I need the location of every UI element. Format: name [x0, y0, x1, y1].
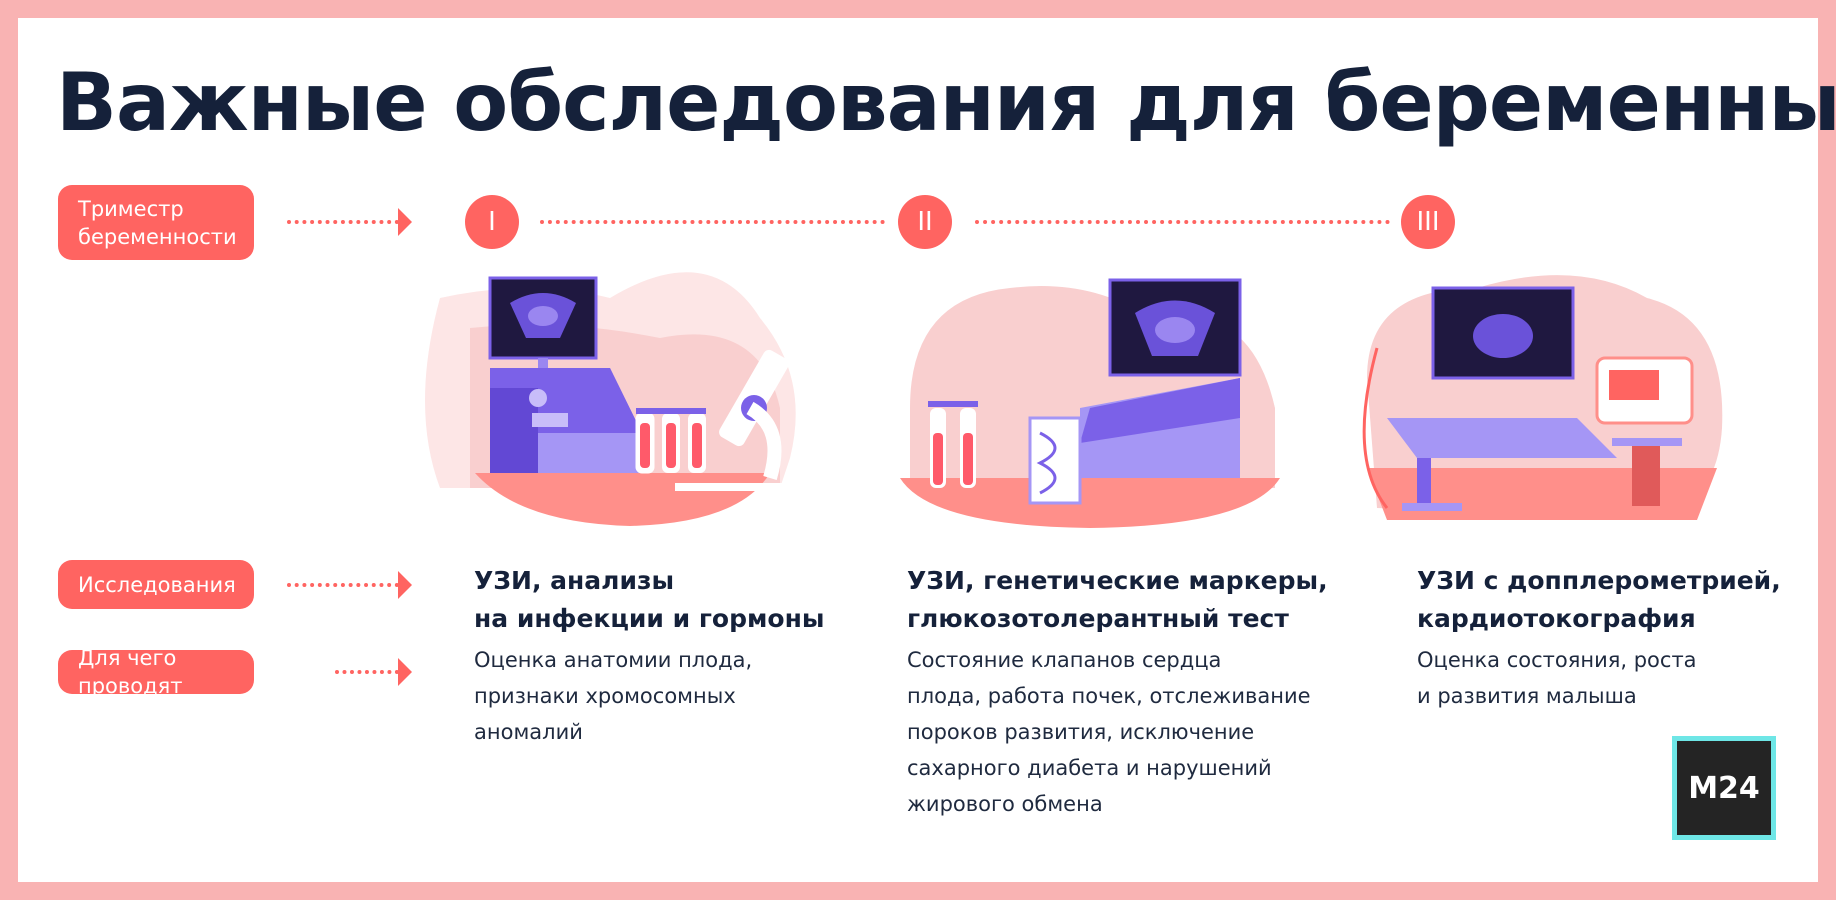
dotted-connector — [287, 583, 399, 587]
trimester-badge-1: I — [465, 195, 519, 249]
studies-heading-1: УЗИ, анализы на инфекции и гормоны — [474, 566, 825, 633]
trimester-badge-3: III — [1401, 195, 1455, 249]
doppler-ctg-illustration — [1362, 275, 1723, 520]
row-label-trimester: Триместр беременности — [58, 185, 254, 260]
dotted-connector — [287, 220, 399, 224]
timeline-dots — [975, 220, 1390, 224]
m24-logo: M24 — [1672, 736, 1776, 840]
dotted-connector — [335, 670, 399, 674]
purpose-text-2: Состояние клапанов сердца плода, работа … — [907, 648, 1311, 816]
row-label-studies: Исследования — [58, 560, 254, 609]
studies-heading-3: УЗИ с допплерометрией, кардиотокография — [1417, 566, 1781, 633]
genetic-test-illustration — [900, 278, 1280, 528]
page-title: Важные обследования для беременных — [56, 56, 1836, 149]
row-label-purpose: Для чего проводят — [58, 646, 254, 698]
arrow-right-icon — [398, 658, 412, 686]
arrow-right-icon — [398, 208, 412, 236]
ultrasound-lab-illustration — [425, 272, 805, 526]
purpose-text-3: Оценка состояния, роста и развития малыш… — [1417, 648, 1697, 708]
timeline-dots — [540, 220, 885, 224]
arrow-right-icon — [398, 571, 412, 599]
purpose-text-1: Оценка анатомии плода, признаки хромосом… — [474, 648, 753, 744]
studies-heading-2: УЗИ, генетические маркеры, глюкозотолера… — [907, 566, 1328, 633]
trimester-badge-2: II — [898, 195, 952, 249]
